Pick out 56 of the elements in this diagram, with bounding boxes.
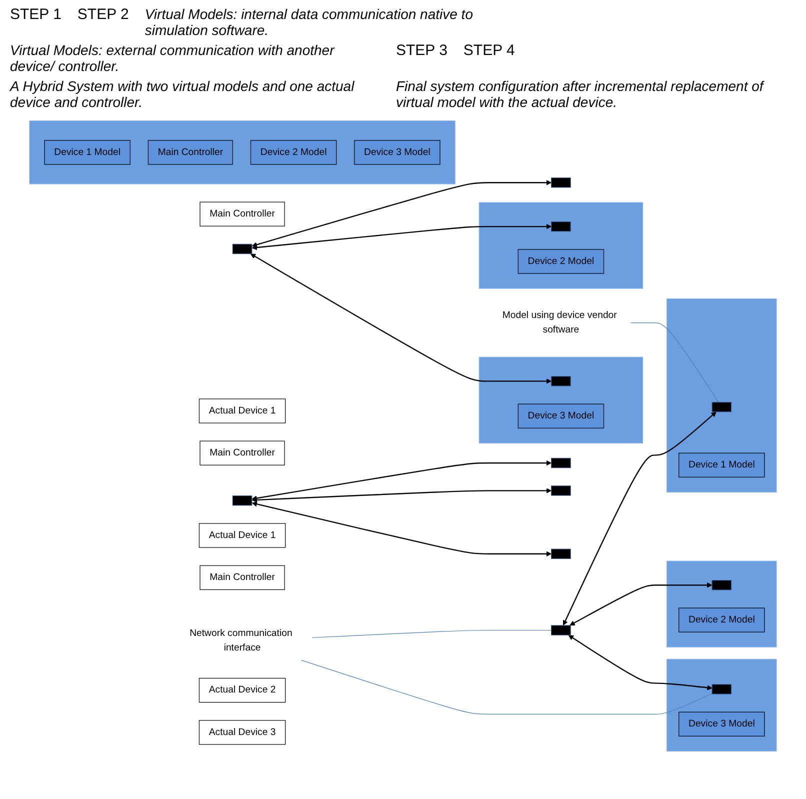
arrow <box>568 634 712 690</box>
arrow <box>252 488 552 503</box>
node-box: Main Controller <box>200 565 285 590</box>
caption-text: Virtual Models: internal data communication native to simulation software. <box>144 6 474 38</box>
node-bar <box>712 684 732 694</box>
connector <box>630 322 719 403</box>
node-box: Device 2 Model <box>518 249 604 274</box>
arrow <box>562 412 716 626</box>
node-bar <box>232 496 252 506</box>
caption-text: Final system configuration after incremental replacement of virtual model with the actual device. <box>396 78 766 110</box>
node-box: Device 3 Model <box>678 712 765 736</box>
node-bar <box>551 221 571 232</box>
arrow <box>570 582 712 626</box>
step-heading: STEP 1 <box>10 6 62 25</box>
arrow <box>252 224 552 250</box>
cluster <box>478 202 644 289</box>
node-box: Device 2 Model <box>250 140 337 165</box>
node-bar <box>712 580 732 590</box>
node-bar <box>232 244 252 254</box>
node-box: Device 1 Model <box>678 452 765 478</box>
node-box: Actual Device 1 <box>198 523 286 548</box>
node-bar <box>551 376 571 386</box>
node-bar <box>551 486 571 496</box>
cluster <box>478 356 644 444</box>
node-box: Device 1 Model <box>44 140 130 165</box>
arrow <box>250 254 552 384</box>
node-box: Main Controller <box>200 440 285 466</box>
node-bar <box>551 178 571 188</box>
node-bar <box>551 625 571 636</box>
node-box: Main Controller <box>200 202 285 226</box>
node-bar <box>551 458 571 468</box>
node-box: Actual Device 1 <box>198 398 286 424</box>
node-box: Main Controller <box>148 140 234 165</box>
node-box: Device 3 Model <box>354 140 440 165</box>
caption-text: Virtual Models: external communication with another device/ controller. <box>10 42 336 74</box>
node-text: Network communication interface <box>190 628 292 653</box>
cluster <box>666 298 777 492</box>
connector <box>301 660 712 714</box>
arrow <box>252 180 552 248</box>
node-text: Model using device vendor software <box>502 310 617 335</box>
connector <box>312 630 552 638</box>
node-box: Actual Device 2 <box>198 678 286 703</box>
step-heading: STEP 4 <box>463 42 515 61</box>
cluster <box>666 658 777 752</box>
caption-text: A Hybrid System with two virtual models and one actual device and controller. <box>10 78 356 110</box>
cluster <box>666 560 777 648</box>
cluster <box>29 120 456 184</box>
step-heading: STEP 2 <box>77 6 129 25</box>
arrow <box>252 501 552 556</box>
node-box: Device 2 Model <box>678 608 765 632</box>
arrow <box>252 460 552 501</box>
node-box: Device 3 Model <box>518 404 604 428</box>
step-heading: STEP 3 <box>396 42 448 61</box>
node-bar <box>712 402 732 412</box>
node-bar <box>551 548 571 559</box>
node-box: Actual Device 3 <box>198 720 286 745</box>
